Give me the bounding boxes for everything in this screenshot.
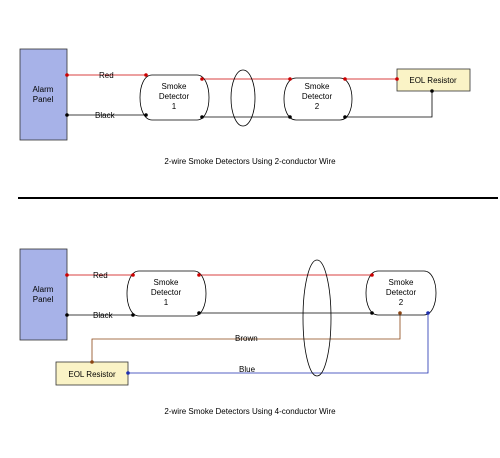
top-wire-label-black: Black xyxy=(95,111,116,120)
bottom-wire-label-black: Black xyxy=(93,311,114,320)
top-smoke-detector-1-label-3: 1 xyxy=(172,102,177,111)
top-smoke-detector-1 xyxy=(139,74,210,121)
top-cable-bundle-ellipse xyxy=(230,69,256,127)
top-caption: 2-wire Smoke Detectors Using 2-conductor… xyxy=(164,157,336,166)
bottom-smoke-detector-2-label-3: 2 xyxy=(399,298,404,307)
top-smoke-detector-2 xyxy=(283,77,353,121)
bottom-alarm-panel xyxy=(19,248,68,341)
top-diagram: Alarm Panel Red Black Smoke Detector 1 S… xyxy=(19,48,471,166)
bottom-smoke-detector-2-label-2: Detector xyxy=(386,288,417,297)
top-smoke-detector-2-label-3: 2 xyxy=(315,102,320,111)
bottom-smoke-detector-1-label-2: Detector xyxy=(151,288,182,297)
top-smoke-detector-2-label-2: Detector xyxy=(302,92,333,101)
top-red-wire xyxy=(67,74,397,80)
bottom-alarm-panel-label-1: Alarm xyxy=(33,285,54,294)
bottom-alarm-panel-label-2: Panel xyxy=(33,295,54,304)
top-alarm-panel-label-2: Panel xyxy=(33,95,54,104)
bottom-brown-wire xyxy=(91,313,401,362)
bottom-diagram: Alarm Panel Red Black Brown Blue Smoke D… xyxy=(19,248,437,416)
bottom-smoke-detector-1-label-1: Smoke xyxy=(154,278,179,287)
bottom-wire-label-blue: Blue xyxy=(239,365,256,374)
top-smoke-detector-1-label-2: Detector xyxy=(159,92,190,101)
top-alarm-panel-label-1: Alarm xyxy=(33,85,54,94)
top-connection-dots xyxy=(65,73,434,119)
bottom-connection-dots xyxy=(65,273,430,375)
bottom-smoke-detector-1 xyxy=(126,270,207,317)
top-smoke-detector-1-label-1: Smoke xyxy=(162,82,187,91)
bottom-cable-bundle-ellipse xyxy=(302,259,332,377)
bottom-wire-label-red: Red xyxy=(93,271,108,280)
bottom-smoke-detector-2-label-1: Smoke xyxy=(389,278,414,287)
bottom-smoke-detector-1-label-3: 1 xyxy=(164,298,169,307)
top-eol-resistor-label: EOL Resistor xyxy=(409,76,457,85)
bottom-black-wire xyxy=(67,312,372,316)
bottom-wire-label-brown: Brown xyxy=(235,334,258,343)
top-wire-label-red: Red xyxy=(99,71,114,80)
bottom-caption: 2-wire Smoke Detectors Using 4-conductor… xyxy=(164,407,336,416)
top-alarm-panel xyxy=(19,48,68,141)
bottom-smoke-detector-2 xyxy=(365,270,437,316)
top-smoke-detector-2-label-1: Smoke xyxy=(305,82,330,91)
bottom-eol-resistor-label: EOL Resistor xyxy=(68,370,116,379)
top-black-wire xyxy=(67,91,433,118)
bottom-blue-wire xyxy=(128,313,429,374)
